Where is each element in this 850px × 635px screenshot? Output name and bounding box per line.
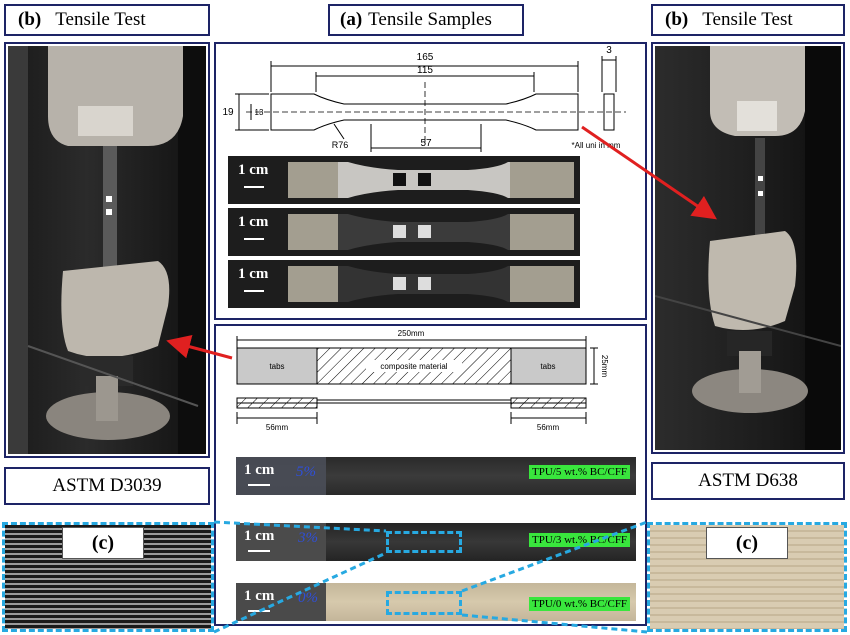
units-note: *All uni in mm <box>572 141 621 150</box>
right-standard-label: ASTM D638 <box>651 462 845 500</box>
dogbone-sample-3-shape <box>288 266 574 302</box>
strip-1-label: TPU/5 wt.% BC/CFF <box>529 465 631 479</box>
scale-bar-strip-3 <box>248 610 270 612</box>
right-tensile-machine-photo <box>655 46 841 450</box>
dim-165: 165 <box>417 52 434 63</box>
strip-2-label: TPU/3 wt.% BC/CFF <box>529 533 631 547</box>
left-closeup-frame <box>2 522 214 632</box>
center-header-text: Tensile Samples <box>368 9 492 30</box>
scale-bar-dogbone-2 <box>244 238 264 240</box>
scale-bar-strip-1 <box>248 484 270 486</box>
composite-technical-drawing: 250mm tabs composite material tabs 25mm … <box>236 329 609 432</box>
scale-label-dogbone-3: 1 cm <box>238 266 269 282</box>
center-header: (a) Tensile Samples <box>328 4 524 36</box>
strip-1-handwriting: 5% <box>296 464 316 480</box>
zoom-box-strip-3 <box>386 591 462 615</box>
scale-label-strip-2: 1 cm <box>244 528 275 544</box>
right-header: (b) Tensile Test <box>651 4 845 36</box>
scale-bar-dogbone-3 <box>244 290 264 292</box>
composite-strip-1-tab <box>236 457 326 495</box>
scale-label-strip-3: 1 cm <box>244 588 275 604</box>
left-header-text: Tensile Test <box>55 9 146 30</box>
strip-3-handwriting: 0% <box>298 590 318 606</box>
dogbone-sample-2-shape <box>288 214 574 250</box>
right-header-text: Tensile Test <box>702 9 793 30</box>
scale-label-dogbone-1: 1 cm <box>238 162 269 178</box>
dogbone-sample-1-shape <box>288 162 574 198</box>
zoom-box-strip-2 <box>386 531 462 553</box>
left-header-tag: (b) <box>18 9 42 30</box>
dim-115: 115 <box>417 65 433 76</box>
dogbone-technical-drawing: 165 115 3 19 13 57 R76 *All uni in mm <box>222 45 626 152</box>
right-header-tag: (b) <box>665 9 689 30</box>
left-standard-label: ASTM D3039 <box>4 467 210 505</box>
dim-3: 3 <box>606 45 612 56</box>
comp-tab-right: tabs <box>540 362 555 371</box>
scale-label-strip-1: 1 cm <box>244 462 275 478</box>
dim-13: 13 <box>255 108 264 117</box>
dim-r76: R76 <box>332 140 349 150</box>
comp-tab-left: tabs <box>269 362 284 371</box>
scale-bar-dogbone-1 <box>244 186 264 188</box>
center-header-tag: (a) <box>340 9 363 30</box>
scale-bar-strip-2 <box>248 550 270 552</box>
strip-3-label: TPU/0 wt.% BC/CFF <box>529 597 631 611</box>
right-closeup-frame <box>647 522 847 632</box>
comp-height-dim: 25mm <box>600 355 609 378</box>
comp-tab-len-left: 56mm <box>266 423 289 432</box>
left-header: (b) Tensile Test <box>4 4 210 36</box>
strip-2-handwriting: 3% <box>298 530 318 546</box>
scale-label-dogbone-2: 1 cm <box>238 214 269 230</box>
right-closeup-label: (c) <box>706 527 788 559</box>
left-closeup-label: (c) <box>62 527 144 559</box>
left-tensile-machine-photo <box>8 46 206 454</box>
dim-57: 57 <box>420 138 432 149</box>
comp-center-label: composite material <box>380 362 447 371</box>
comp-tab-len-right: 56mm <box>537 423 560 432</box>
comp-total-dim: 250mm <box>398 329 425 338</box>
dim-19: 19 <box>222 107 234 118</box>
